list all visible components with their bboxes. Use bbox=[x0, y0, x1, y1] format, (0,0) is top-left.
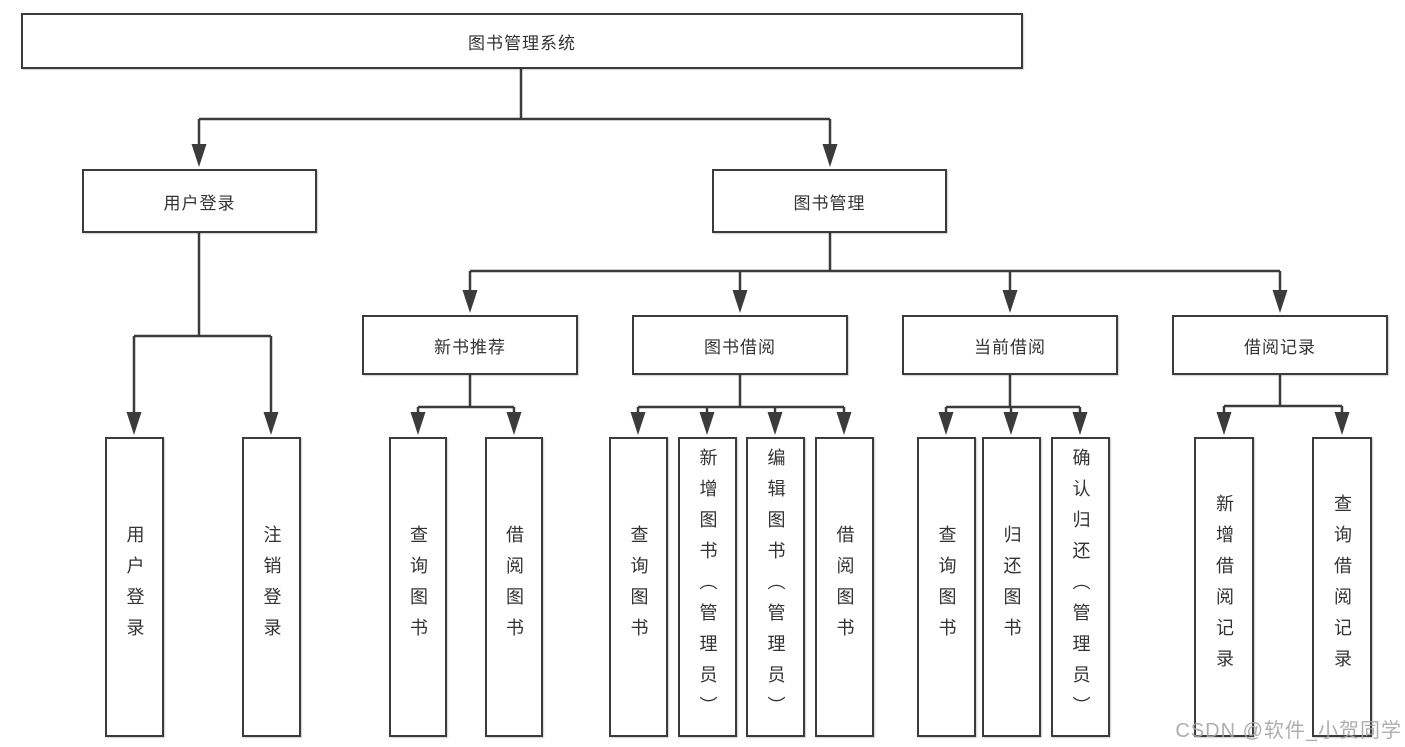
node-leaf-newbook-query-book: 查询图书 bbox=[389, 437, 447, 737]
arrow-icon bbox=[699, 412, 715, 435]
node-leaf-borrow-query-book: 查询图书 bbox=[609, 437, 668, 737]
node-leaf-records-add-record: 新增借阅记录 bbox=[1194, 437, 1254, 737]
node-leaf-newbook-borrow-book: 借阅图书 bbox=[485, 437, 543, 737]
arrow-icon bbox=[732, 290, 748, 313]
arrow-icon bbox=[506, 412, 522, 435]
arrow-icon bbox=[822, 144, 838, 167]
arrow-icon bbox=[938, 412, 954, 435]
arrow-icon bbox=[836, 412, 852, 435]
arrow-icon bbox=[1334, 412, 1350, 435]
node-new-book-recommend: 新书推荐 bbox=[362, 315, 578, 375]
node-book-management: 图书管理 bbox=[712, 169, 947, 233]
node-leaf-logout: 注销登录 bbox=[242, 437, 301, 737]
arrow-icon bbox=[462, 290, 478, 313]
arrow-icon bbox=[767, 412, 783, 435]
arrow-icon bbox=[1003, 412, 1019, 435]
node-root: 图书管理系统 bbox=[21, 13, 1023, 69]
arrow-icon bbox=[263, 412, 279, 435]
node-user-login: 用户登录 bbox=[82, 169, 317, 233]
arrow-icon bbox=[630, 412, 646, 435]
node-borrow-records: 借阅记录 bbox=[1172, 315, 1388, 375]
arrowheads bbox=[126, 144, 1350, 435]
watermark: CSDN @软件_小贺同学 bbox=[1175, 720, 1402, 742]
node-leaf-current-query-book: 查询图书 bbox=[917, 437, 976, 737]
node-leaf-records-query-record: 查询借阅记录 bbox=[1312, 437, 1372, 737]
node-leaf-borrow-borrow-book: 借阅图书 bbox=[815, 437, 874, 737]
arrow-icon bbox=[126, 412, 142, 435]
node-leaf-current-return-book: 归还图书 bbox=[982, 437, 1041, 737]
node-current-borrow: 当前借阅 bbox=[902, 315, 1118, 375]
arrow-icon bbox=[410, 412, 426, 435]
node-leaf-current-confirm-return-admin: 确认归还（管理员） bbox=[1051, 437, 1110, 737]
arrow-icon bbox=[1272, 290, 1288, 313]
node-leaf-borrow-add-book-admin: 新增图书（管理员） bbox=[678, 437, 737, 737]
arrow-icon bbox=[1002, 290, 1018, 313]
arrow-icon bbox=[1072, 412, 1088, 435]
node-book-borrow: 图书借阅 bbox=[632, 315, 848, 375]
arrow-icon bbox=[191, 144, 207, 167]
node-leaf-user-login: 用户登录 bbox=[105, 437, 164, 737]
arrow-icon bbox=[1216, 412, 1232, 435]
node-leaf-borrow-edit-book-admin: 编辑图书（管理员） bbox=[746, 437, 805, 737]
